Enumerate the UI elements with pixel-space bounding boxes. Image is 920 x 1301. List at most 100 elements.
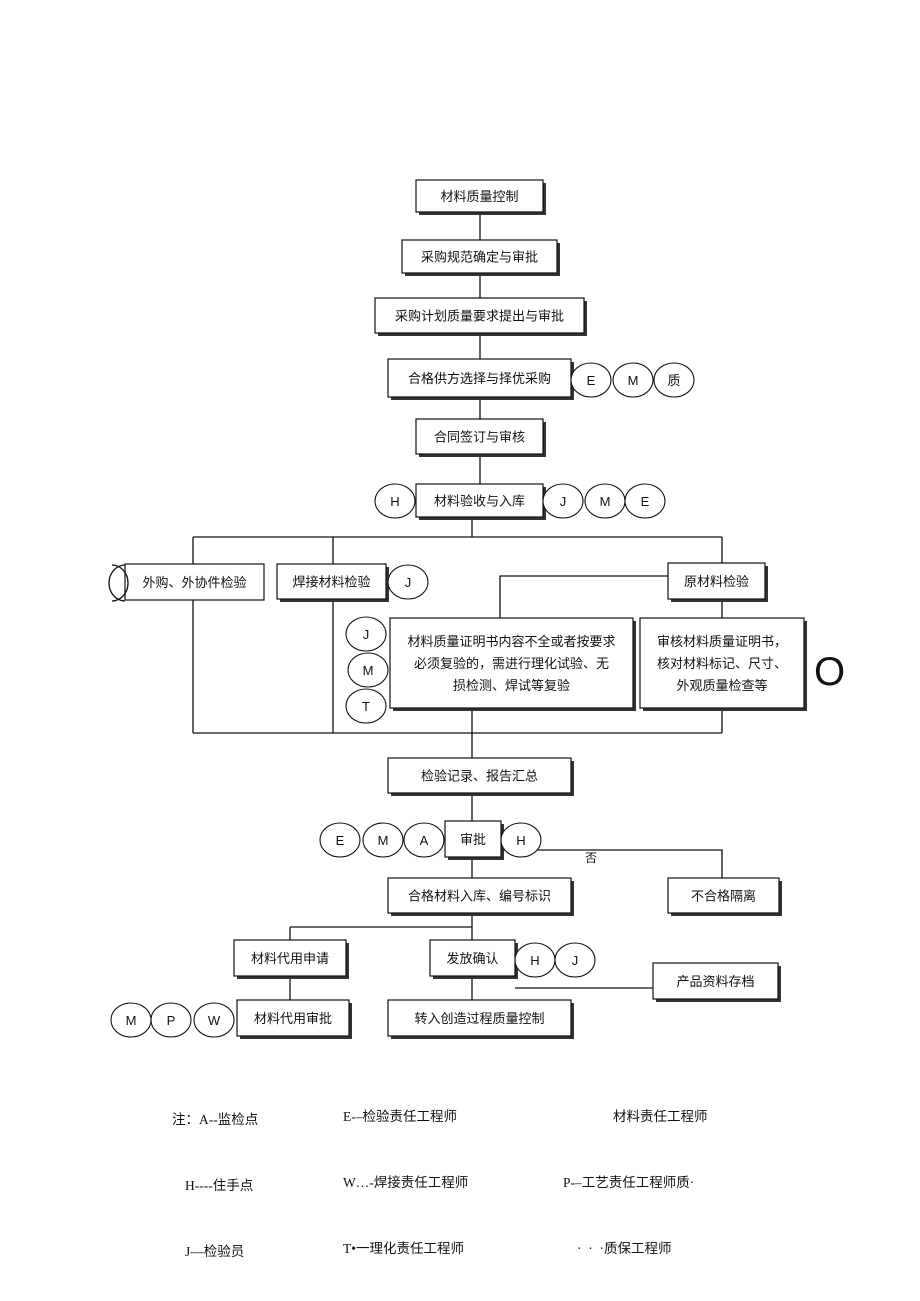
- box-frame: [236, 999, 350, 1037]
- box-purchase-spec: 采购规范确定与审批: [401, 239, 560, 276]
- role-mark-issue: J: [554, 942, 596, 978]
- role-mark-supplier: E: [570, 362, 612, 398]
- legend-col-3: 材料责任工程师 P-–工艺责任工程师质· · · ·质保工程师: [563, 1062, 708, 1282]
- role-mark-circle: [403, 822, 445, 858]
- role-mark-letter: M: [628, 373, 639, 388]
- box-shadow: [448, 857, 504, 860]
- role-mark-letter: M: [600, 494, 611, 509]
- role-mark-letter: E: [587, 373, 596, 388]
- process-boxes: 材料质量控制采购规范确定与审批采购计划质量要求提出与审批合格供方选择与择优采购合…: [124, 179, 807, 1039]
- box-frame: [415, 483, 544, 518]
- box-shadow: [391, 913, 574, 916]
- role-mark-letter: A: [420, 833, 429, 848]
- box-shadow: [391, 397, 574, 400]
- legend-col-1: 注：A--监检点 H----住手点 J—检验员: [172, 1065, 258, 1285]
- legend-item: W…-焊接责任工程师: [343, 1175, 469, 1190]
- box-retest-lines: 材料质量证明书内容不全或者按要求必须复验的，需进行理化试验、无损检测、焊试等复验: [389, 617, 636, 711]
- box-label: 不合格隔离: [691, 889, 756, 904]
- legend-item: T•一理化责任工程师: [343, 1241, 464, 1256]
- role-mark-circle: [500, 822, 542, 858]
- box-label: 审核材料质量证明书，核对材料标记、尺寸、外观质量检查等: [657, 634, 787, 693]
- box-shadow: [584, 301, 587, 336]
- box-shadow: [391, 793, 574, 796]
- role-mark-letter: T: [362, 699, 370, 714]
- box-shadow: [778, 966, 781, 1002]
- box-approve: 审批: [444, 820, 504, 860]
- role-mark-letter: E: [336, 833, 345, 848]
- role-mark-circle: [150, 1002, 192, 1038]
- box-welding-check: 焊接材料检验: [276, 563, 389, 602]
- box-shadow: [571, 1003, 574, 1039]
- role-mark-circle: [362, 822, 404, 858]
- role-mark-circle: [347, 652, 389, 688]
- box-frame: [667, 877, 780, 914]
- box-shadow: [633, 621, 636, 711]
- box-receiving: 材料验收与入库: [415, 483, 546, 520]
- box-issue-confirm: 发放确认: [429, 939, 518, 979]
- legend-item: E-–检验责任工程师: [343, 1109, 457, 1124]
- role-mark-issue: H: [514, 942, 556, 978]
- role-mark-letter: H: [530, 953, 539, 968]
- box-label: 发放确认: [446, 951, 498, 966]
- role-mark-circle: [374, 483, 416, 519]
- box-contract: 合同签订与审核: [415, 418, 546, 457]
- box-shadow: [237, 976, 349, 979]
- box-frame: [233, 939, 347, 977]
- role-mark-approve-right: H: [500, 822, 542, 858]
- box-shadow: [543, 422, 546, 457]
- role-mark-letter: M: [363, 663, 374, 678]
- box-frame: [276, 563, 387, 600]
- role-mark-letter: H: [516, 833, 525, 848]
- box-shadow: [671, 599, 768, 602]
- box-shadow: [671, 913, 782, 916]
- role-mark-letter: M: [378, 833, 389, 848]
- box-shadow: [656, 999, 781, 1002]
- role-mark-supplier: M: [612, 362, 654, 398]
- box-label: 产品资料存档: [676, 974, 754, 989]
- role-mark-approve-left: M: [362, 822, 404, 858]
- role-mark-letter: P: [167, 1013, 176, 1028]
- box-label: 检验记录、报告汇总: [421, 769, 538, 784]
- box-frame: [124, 563, 265, 601]
- role-mark-circle: [319, 822, 361, 858]
- box-label-line: 损检测、焊试等复验: [453, 678, 570, 693]
- no-label: 否: [585, 851, 597, 865]
- box-label: 合格材料入库、编号标识: [408, 889, 551, 904]
- box-purchase-plan: 采购计划质量要求提出与审批: [374, 297, 587, 336]
- box-label: 采购规范确定与审批: [421, 250, 538, 265]
- role-mark-circle: [345, 688, 387, 724]
- box-label: 合格供方选择与择优采购: [408, 371, 551, 386]
- box-review-lines: 审核材料质量证明书，核对材料标记、尺寸、外观质量检查等: [639, 617, 807, 711]
- box-label: 转入创造过程质量控制: [414, 1011, 544, 1026]
- box-supplier-select: 合格供方选择与择优采购: [387, 358, 574, 400]
- role-mark-approve-left: A: [403, 822, 445, 858]
- box-shadow: [405, 273, 560, 276]
- connector-line: [499, 575, 668, 618]
- role-mark-letter: H: [390, 494, 399, 509]
- box-shadow: [378, 333, 587, 336]
- box-shadow: [643, 708, 807, 711]
- box-raw-check: 原材料检验: [667, 562, 768, 602]
- box-frame: [667, 562, 766, 600]
- box-archive: 产品资料存档: [652, 962, 781, 1002]
- role-mark-circle: [193, 1002, 235, 1038]
- legend-item: 注：A--监检点: [172, 1112, 259, 1127]
- box-shadow: [557, 243, 560, 276]
- box-label-line: 材料质量证明书内容不全或者按要求: [407, 634, 615, 649]
- role-mark-letter: J: [560, 494, 567, 509]
- box-label: 材料代用审批: [254, 1011, 332, 1026]
- box-shadow: [419, 517, 546, 520]
- role-mark-receiving-left: H: [374, 483, 416, 519]
- box-label: 材料代用申请: [251, 951, 329, 966]
- box-material-qc: 材料质量控制: [415, 179, 546, 215]
- box-shadow: [543, 183, 546, 215]
- box-transfer: 转入创造过程质量控制: [387, 999, 574, 1039]
- role-mark-circle: [542, 483, 584, 519]
- box-label: 采购计划质量要求提出与审批: [395, 309, 564, 324]
- role-mark-letter: J: [363, 627, 370, 642]
- box-label: 原材料检验: [684, 574, 749, 589]
- box-shadow: [349, 1003, 352, 1039]
- legend-item: H----住手点: [185, 1178, 254, 1193]
